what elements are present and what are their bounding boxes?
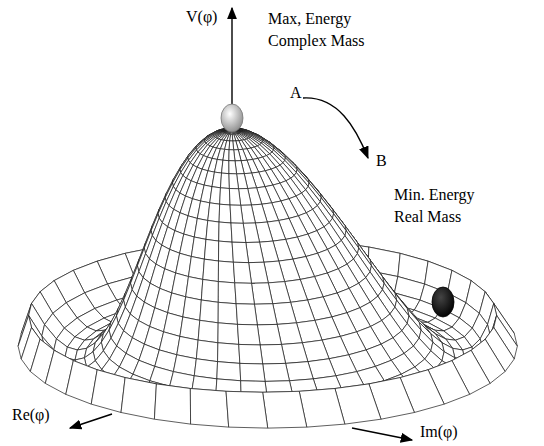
label-holder: A xyxy=(290,82,302,104)
label-holder: Im(φ) xyxy=(420,421,458,443)
surface-cell xyxy=(198,320,218,342)
surface-cell xyxy=(223,149,229,160)
im-axis xyxy=(352,428,412,440)
mexican-hat-surface xyxy=(18,128,517,428)
surface-cell xyxy=(190,389,228,428)
surface-cell xyxy=(229,174,239,189)
surface-cell xyxy=(229,141,234,150)
ball-max xyxy=(221,104,243,132)
surface-cell xyxy=(210,187,221,205)
surface-cell xyxy=(218,302,237,324)
surface-cell xyxy=(286,362,314,381)
surface-cell xyxy=(263,391,307,428)
surface-cell xyxy=(218,241,233,262)
surface-cell xyxy=(180,317,200,340)
surface-cell xyxy=(219,204,231,223)
surface-cell xyxy=(239,344,263,364)
surface-cell xyxy=(229,189,240,206)
point-label: A xyxy=(290,82,302,104)
axis-label: Re(φ) xyxy=(12,404,50,426)
surface-cell xyxy=(233,262,251,283)
surface-cell xyxy=(230,205,243,223)
surface-cell xyxy=(230,134,233,141)
surface-cell xyxy=(206,221,219,242)
surface-cell xyxy=(229,150,240,160)
surface-cell xyxy=(208,203,220,222)
surface-cell xyxy=(231,223,246,243)
label-holder: B xyxy=(376,150,387,172)
surface-cell xyxy=(236,304,257,325)
surface-cell xyxy=(218,282,236,304)
label-holder: V(φ) xyxy=(186,6,217,28)
surface-cell xyxy=(191,237,206,259)
surface-cell xyxy=(263,363,290,381)
surface-cell xyxy=(281,343,307,364)
label-holder: Min. Energy Real Mass xyxy=(394,184,498,227)
surface-cell xyxy=(232,242,249,262)
surface-cell xyxy=(254,304,277,325)
surface-cell xyxy=(220,173,229,188)
label-holder: Re(φ) xyxy=(12,404,50,426)
surface-cell xyxy=(240,363,265,381)
ball-min xyxy=(432,287,454,317)
surface-cell xyxy=(229,161,237,174)
surface-cell xyxy=(249,262,269,283)
surface-cell xyxy=(229,150,235,161)
callout-text: Min. Energy Real Mass xyxy=(394,184,498,227)
surface-cell xyxy=(220,188,230,205)
surface-cell xyxy=(194,218,208,239)
surface-cell xyxy=(154,384,190,424)
surface-cell xyxy=(186,277,203,300)
surface-cell xyxy=(91,370,125,413)
surface-cell xyxy=(200,300,218,323)
surface-cell xyxy=(237,324,260,345)
surface-cell xyxy=(299,389,345,428)
surface-cell xyxy=(260,344,285,364)
point-label: B xyxy=(376,150,387,172)
surface-cell xyxy=(222,160,229,173)
surface-cell xyxy=(194,359,217,379)
surface-cell xyxy=(121,378,156,420)
axis-label: V(φ) xyxy=(186,6,217,28)
surface-cell xyxy=(188,257,204,280)
transition-arrow xyxy=(303,98,368,158)
surface-cell xyxy=(203,259,219,281)
re-axis xyxy=(70,414,112,428)
surface-cell xyxy=(257,324,281,345)
surface-cell xyxy=(217,362,241,381)
surface-cell xyxy=(252,283,273,304)
surface-cell xyxy=(204,239,218,261)
surface-cell xyxy=(218,261,234,283)
surface-cell xyxy=(183,297,201,321)
label-holder: Max, Energy Complex Mass xyxy=(268,8,386,51)
surface-cell xyxy=(218,343,240,364)
callout-text: Max, Energy Complex Mass xyxy=(268,8,386,51)
surface-cell xyxy=(201,279,218,302)
surface-cell xyxy=(219,222,232,242)
surface-cell xyxy=(196,340,218,362)
surface-cell xyxy=(218,323,239,345)
surface-cell xyxy=(212,172,222,188)
surface-cell xyxy=(226,391,268,428)
axis-label: Im(φ) xyxy=(420,421,458,443)
surface-cell xyxy=(235,283,255,304)
v-axis xyxy=(231,8,232,108)
